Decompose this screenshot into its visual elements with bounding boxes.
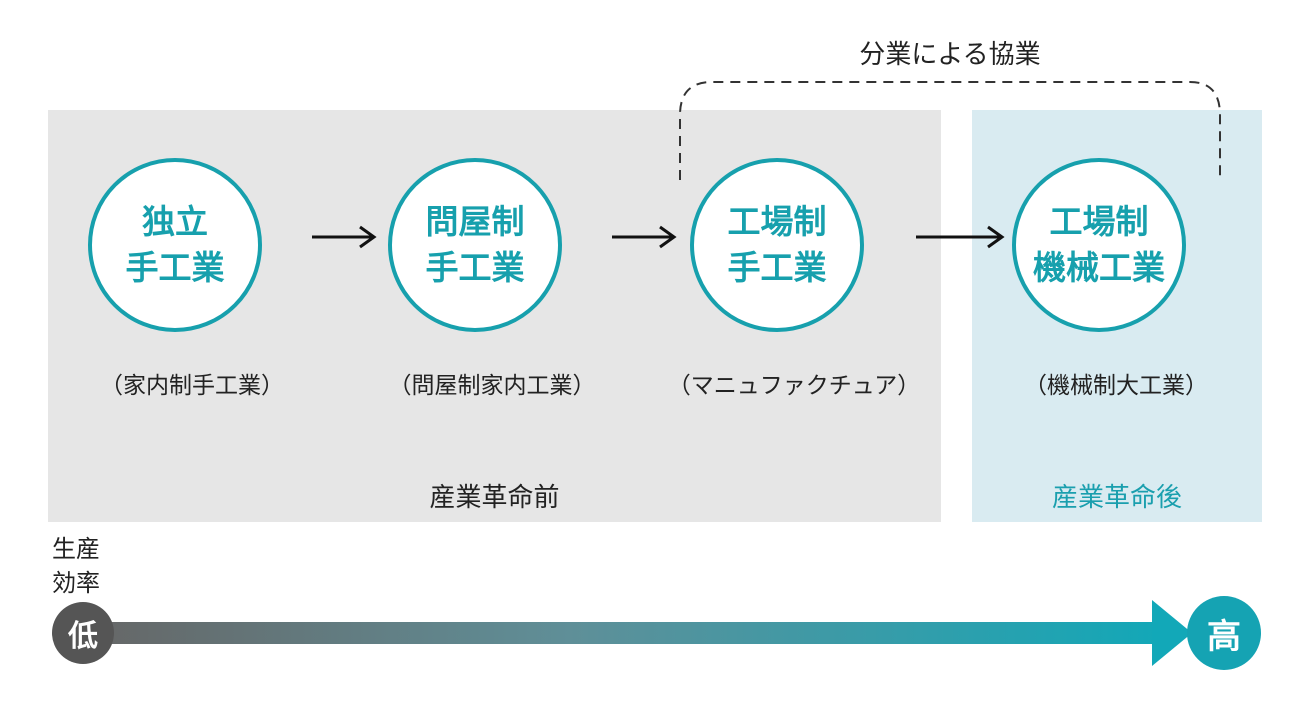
stage-title-line2: 手工業 xyxy=(425,248,525,287)
stage-subtitle: （家内制手工業） xyxy=(100,373,284,399)
stage-title-line2: 手工業 xyxy=(727,248,827,287)
stage-putting-out-handicraft: 問屋制 手工業 xyxy=(388,158,562,332)
arrow-right-icon xyxy=(612,225,677,249)
stage-subtitle: （機械制大工業） xyxy=(1024,373,1208,399)
stage-title-line2: 手工業 xyxy=(125,248,225,287)
high-indicator: 高 xyxy=(1187,596,1261,670)
stage-independent-handicraft: 独立 手工業 xyxy=(88,158,262,332)
productivity-label: 生産 効率 xyxy=(52,532,100,600)
productivity-label-line2: 効率 xyxy=(52,569,100,597)
stage-subtitle: （マニュファクチュア） xyxy=(667,373,921,399)
arrow-right-icon xyxy=(916,225,1005,249)
stage-title-line1: 独立 xyxy=(142,202,208,241)
stage-title-line2: 機械工業 xyxy=(1033,248,1165,287)
era-label-after: 産業革命後 xyxy=(1051,483,1182,513)
stage-factory-machine-industry: 工場制 機械工業 xyxy=(1012,158,1186,332)
productivity-label-line1: 生産 xyxy=(52,535,100,563)
stage-title-line1: 問屋制 xyxy=(425,202,525,241)
stage-title-line1: 工場制 xyxy=(727,202,827,241)
stage-manufacture-handicraft: 工場制 手工業 xyxy=(690,158,864,332)
stage-subtitle: （問屋制家内工業） xyxy=(388,373,596,399)
low-indicator: 低 xyxy=(52,602,114,664)
arrow-right-icon xyxy=(312,225,377,249)
cooperation-label: 分業による協業 xyxy=(859,40,1041,70)
stage-title-line1: 工場制 xyxy=(1049,202,1149,241)
era-label-before: 産業革命前 xyxy=(429,483,560,513)
